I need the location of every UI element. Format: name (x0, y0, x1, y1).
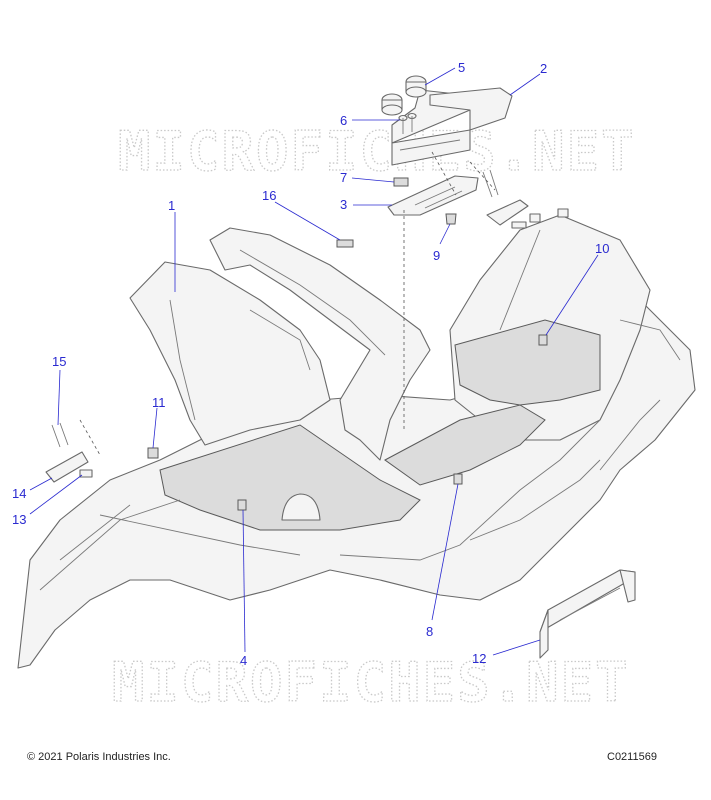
callout-4: 4 (240, 653, 247, 668)
watermark-bottom: MICROFICHES.NET (112, 651, 630, 714)
part-16-label (336, 239, 354, 248)
watermark-top: MICROFICHES.NET (118, 120, 636, 183)
part-3-plate (387, 175, 479, 216)
part-5-grommets (381, 75, 427, 116)
callout-1: 1 (168, 198, 175, 213)
part-8-fastener (453, 473, 463, 485)
part-11-fastener (147, 447, 159, 459)
callout-14: 14 (12, 486, 26, 501)
rear-fender-body (17, 214, 696, 669)
part-4-fastener (237, 499, 247, 511)
part-10-fastener (538, 334, 548, 346)
figure-code: C0211569 (607, 751, 657, 763)
callout-2: 2 (540, 61, 547, 76)
callout-8: 8 (426, 624, 433, 639)
callout-5: 5 (458, 60, 465, 75)
part-15-pins (51, 422, 69, 448)
callout-6: 6 (340, 113, 347, 128)
right-hardware-pins (482, 169, 569, 229)
callout-13: 13 (12, 512, 26, 527)
part-12-bracket (539, 569, 636, 659)
callout-7: 7 (340, 170, 347, 185)
part-13-grommet (79, 469, 93, 478)
callout-12: 12 (472, 651, 486, 666)
copyright-text: © 2021 Polaris Industries Inc. (27, 751, 171, 763)
part-2-rack-bracket (391, 87, 513, 166)
part-7-clip (393, 177, 409, 187)
callout-15: 15 (52, 354, 66, 369)
callout-11: 11 (152, 395, 166, 410)
callout-16: 16 (262, 188, 276, 203)
part-9-fastener (445, 213, 457, 225)
callout-3: 3 (340, 197, 347, 212)
part-6-bolts (398, 112, 417, 134)
callout-10: 10 (595, 241, 609, 256)
callout-9: 9 (433, 248, 440, 263)
